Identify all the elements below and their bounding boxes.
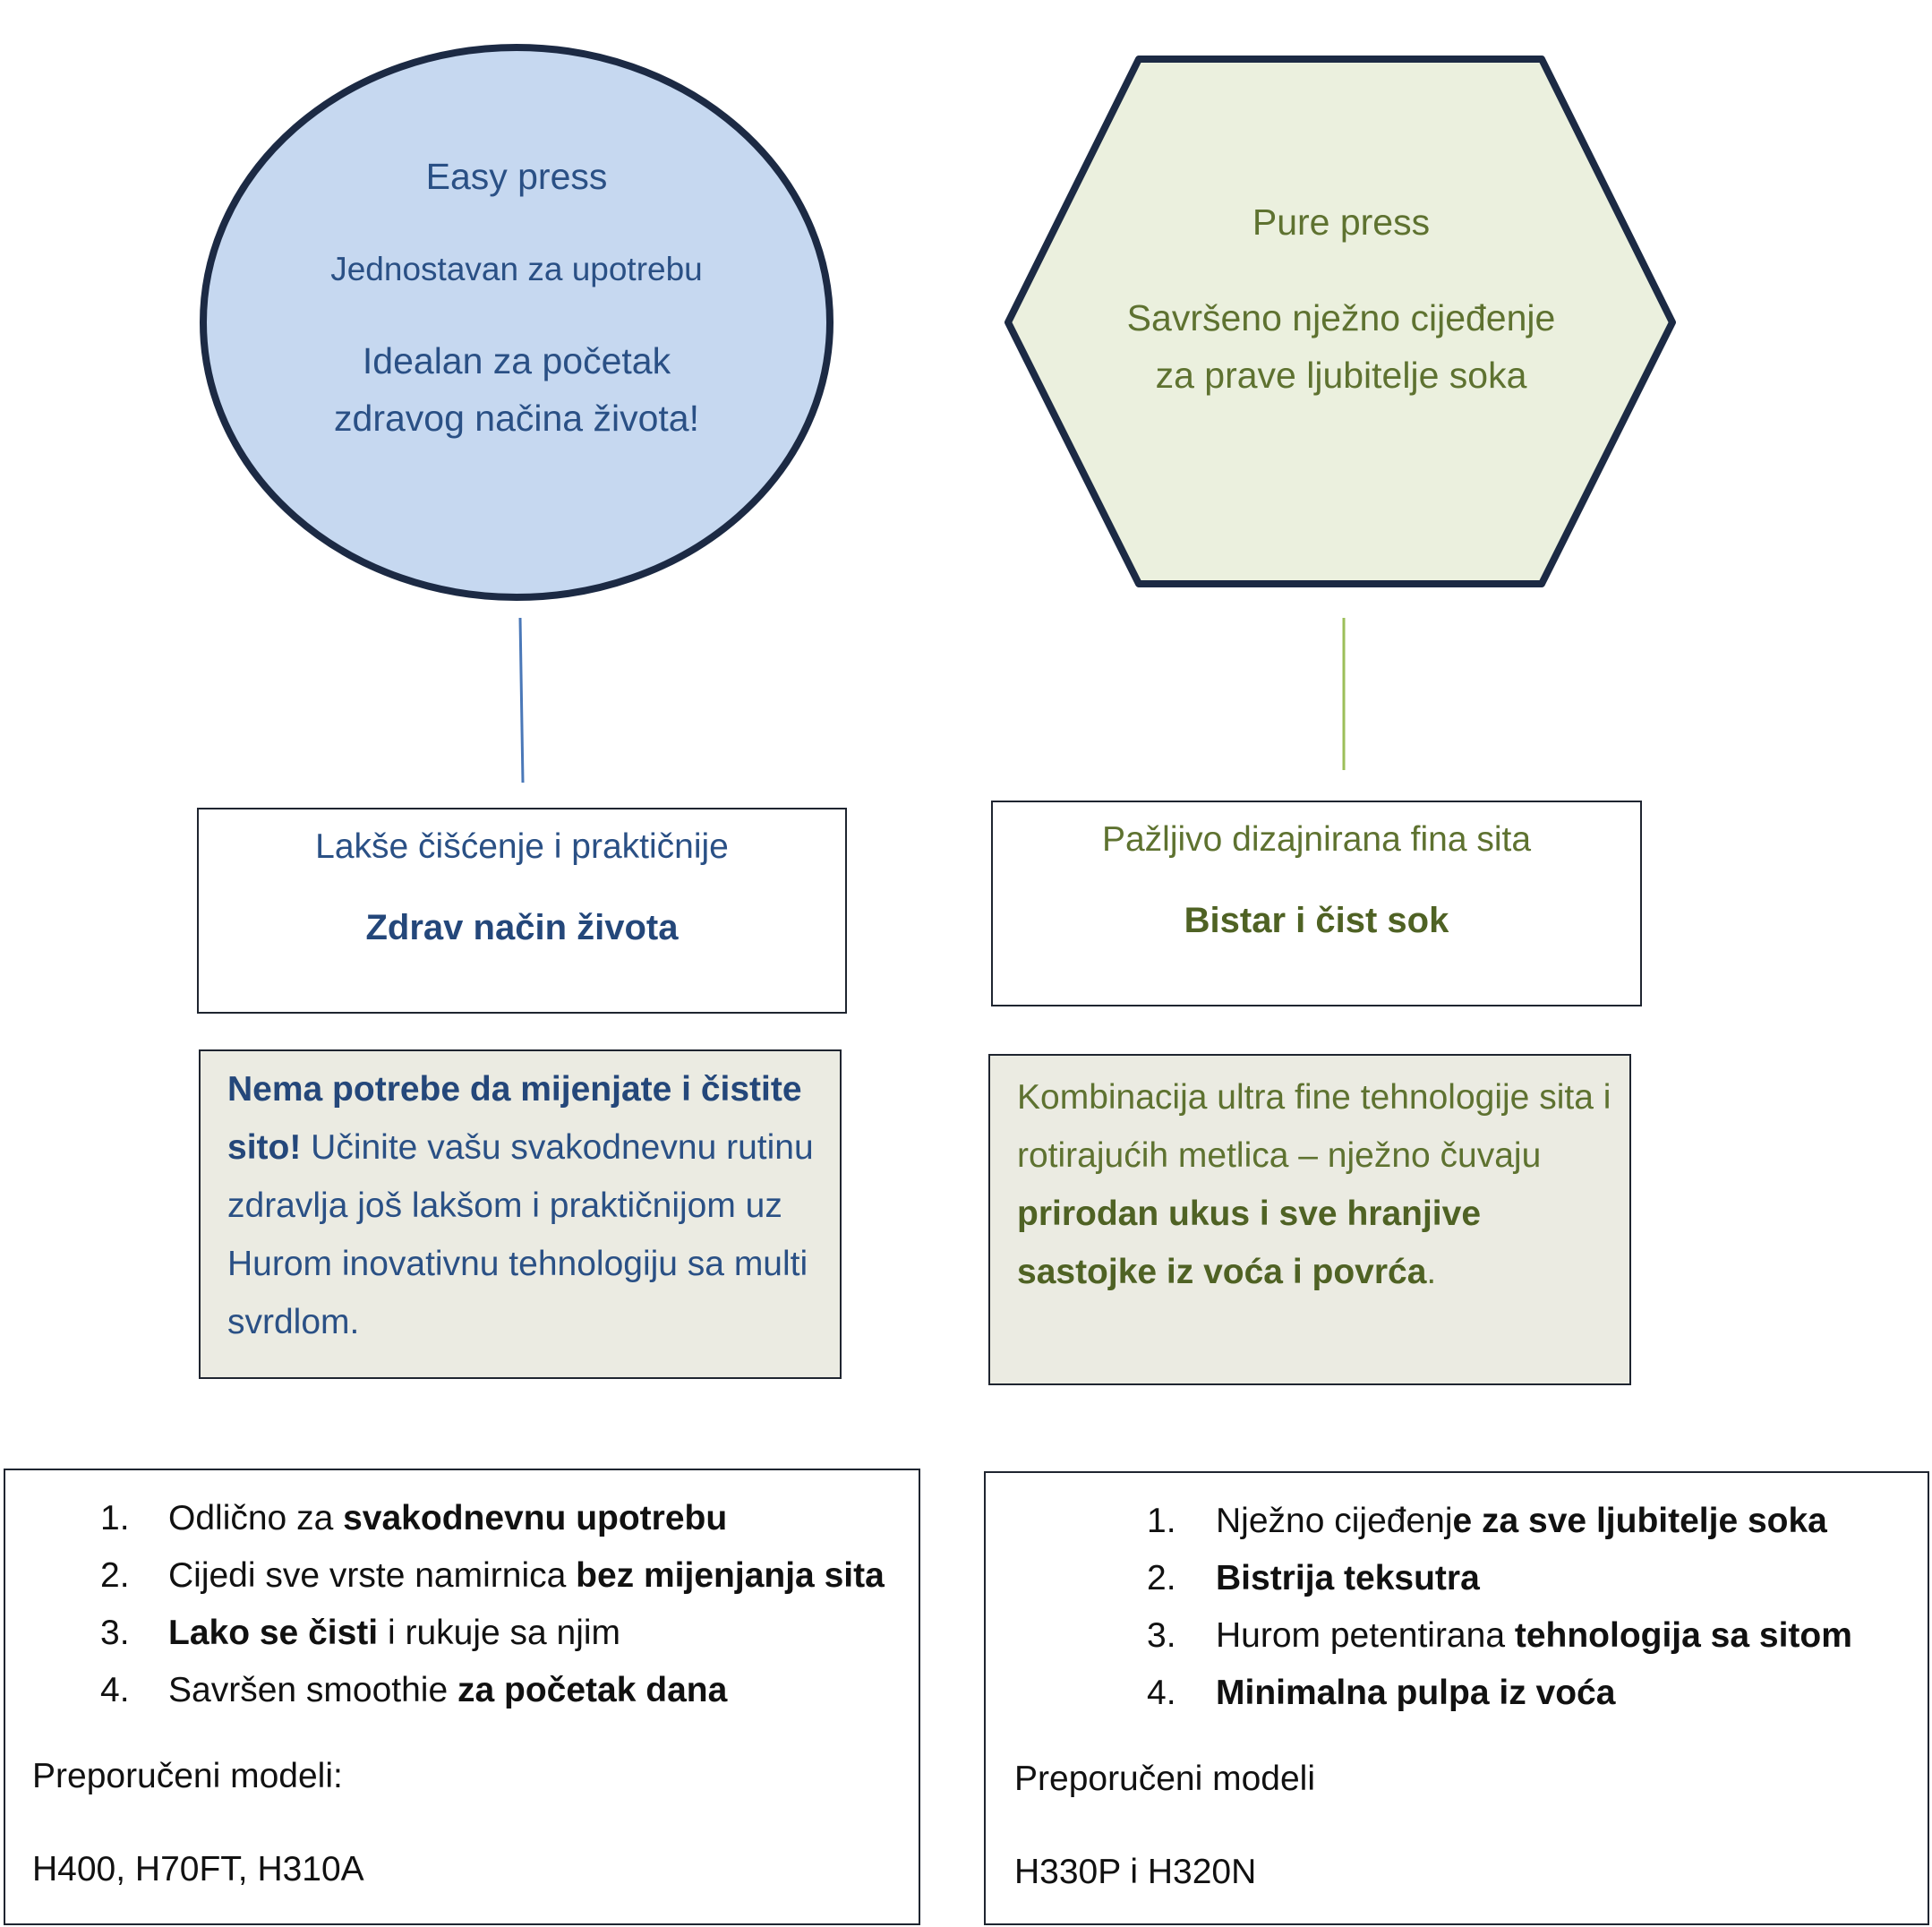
list-number: 4. — [100, 1671, 130, 1709]
pure-press-models: H330P i H320N — [1014, 1853, 1257, 1891]
list-bold: svakodnevnu upotrebu — [343, 1499, 728, 1537]
list-item: 2. Cijedi sve vrste namirnica bez mijenj… — [5, 1547, 919, 1605]
pure-press-feature-line: Pažljivo dizajnirana fina sita — [1101, 820, 1532, 859]
list-item: 3. Hurom petentirana tehnologija sa sito… — [986, 1607, 1928, 1665]
easy-press-models: H400, H70FT, H310A — [32, 1850, 364, 1888]
easy-press-ellipse — [200, 44, 833, 601]
list-text: Odlično za — [168, 1499, 344, 1537]
list-bold: tehnologija sa sitom — [1514, 1616, 1852, 1655]
pure-press-feature-box: Pažljivo dizajnirana fina sita Bistar i … — [991, 801, 1642, 1006]
easy-press-line-1: Idealan za početak — [362, 340, 671, 381]
easy-press-benefits-list: 1. Odlično za svakodnevnu upotrebu 2. Ci… — [5, 1490, 919, 1719]
easy-press-list-box: 1. Odlično za svakodnevnu upotrebu 2. Ci… — [4, 1469, 920, 1925]
pure-press-description-end: . — [1426, 1253, 1437, 1291]
list-number: 3. — [1147, 1616, 1176, 1655]
list-item: 1. Odlično za svakodnevnu upotrebu — [5, 1490, 919, 1547]
easy-press-feature-box: Lakše čišćenje i praktičnije Zdrav način… — [197, 808, 847, 1014]
list-item: 4. Minimalna pulpa iz voća — [986, 1665, 1928, 1722]
pure-press-description: Kombinacija ultra fine tehnologije sita … — [988, 1054, 1631, 1385]
easy-press-feature-line: Lakše čišćenje i praktičnije — [315, 827, 729, 866]
easy-press-title: Easy press — [425, 156, 608, 197]
easy-press-description-bold: Nema potrebe da mijenjate i čistite sito… — [227, 1070, 802, 1167]
list-text: Cijedi sve vrste namirnica — [168, 1556, 577, 1595]
easy-press-description: Nema potrebe da mijenjate i čistite sito… — [199, 1049, 842, 1379]
list-after: i rukuje sa njim — [378, 1614, 621, 1652]
pure-press-benefits-list: 1. Nježno cijeđenje za sve ljubitelje so… — [986, 1493, 1928, 1722]
pure-press-line-2: za prave ljubitelje soka — [1155, 355, 1527, 396]
pure-press-description-bold: prirodan ukus i sve hranjive sastojke iz… — [1017, 1195, 1482, 1291]
pure-press-title: Pure press — [1252, 201, 1431, 243]
list-number: 2. — [100, 1556, 130, 1595]
pure-press-hexagon — [1004, 56, 1676, 587]
list-number: 4. — [1147, 1674, 1176, 1712]
easy-press-models-label: Preporučeni modeli: — [32, 1757, 343, 1795]
pure-press-list-box: 1. Nježno cijeđenje za sve ljubitelje so… — [984, 1471, 1929, 1925]
list-text: Nježno cijeđenj — [1216, 1502, 1453, 1540]
easy-press-subtitle: Jednostavan za upotrebu — [330, 251, 703, 287]
list-bold: Minimalna pulpa iz voća — [1216, 1674, 1616, 1712]
pure-press-feature-bold: Bistar i čist sok — [1184, 901, 1449, 940]
list-bold: Bistrija teksutra — [1216, 1559, 1480, 1597]
pure-press-models-label: Preporučeni modeli — [1014, 1760, 1316, 1798]
pure-press-line-1: Savršeno nježno cijeđenje — [1126, 297, 1556, 338]
list-number: 1. — [1147, 1502, 1176, 1540]
list-text: Hurom petentirana — [1216, 1616, 1515, 1655]
easy-press-connector — [518, 617, 525, 784]
list-bold: bez mijenjanja sita — [576, 1556, 885, 1595]
list-number: 2. — [1147, 1559, 1176, 1597]
easy-press-feature-bold: Zdrav način života — [365, 908, 679, 947]
list-number: 1. — [100, 1499, 130, 1537]
list-item: 2. Bistrija teksutra — [986, 1550, 1928, 1607]
list-text: Savršen smoothie — [168, 1671, 457, 1709]
easy-press-description-text: Učinite vašu svakodnevnu rutinu zdravlja… — [227, 1128, 814, 1341]
list-bold: za početak dana — [457, 1671, 728, 1709]
list-item: 3. Lako se čisti i rukuje sa njim — [5, 1605, 919, 1662]
list-number: 3. — [100, 1614, 130, 1652]
list-item: 4. Savršen smoothie za početak dana — [5, 1662, 919, 1719]
easy-press-line-2: zdravog načina života! — [334, 398, 699, 439]
list-bold: Lako se čisti — [168, 1614, 379, 1652]
list-bold: e za sve ljubitelje soka — [1452, 1502, 1827, 1540]
pure-press-description-text: Kombinacija ultra fine tehnologije sita … — [1017, 1078, 1611, 1175]
list-item: 1. Nježno cijeđenje za sve ljubitelje so… — [986, 1493, 1928, 1550]
